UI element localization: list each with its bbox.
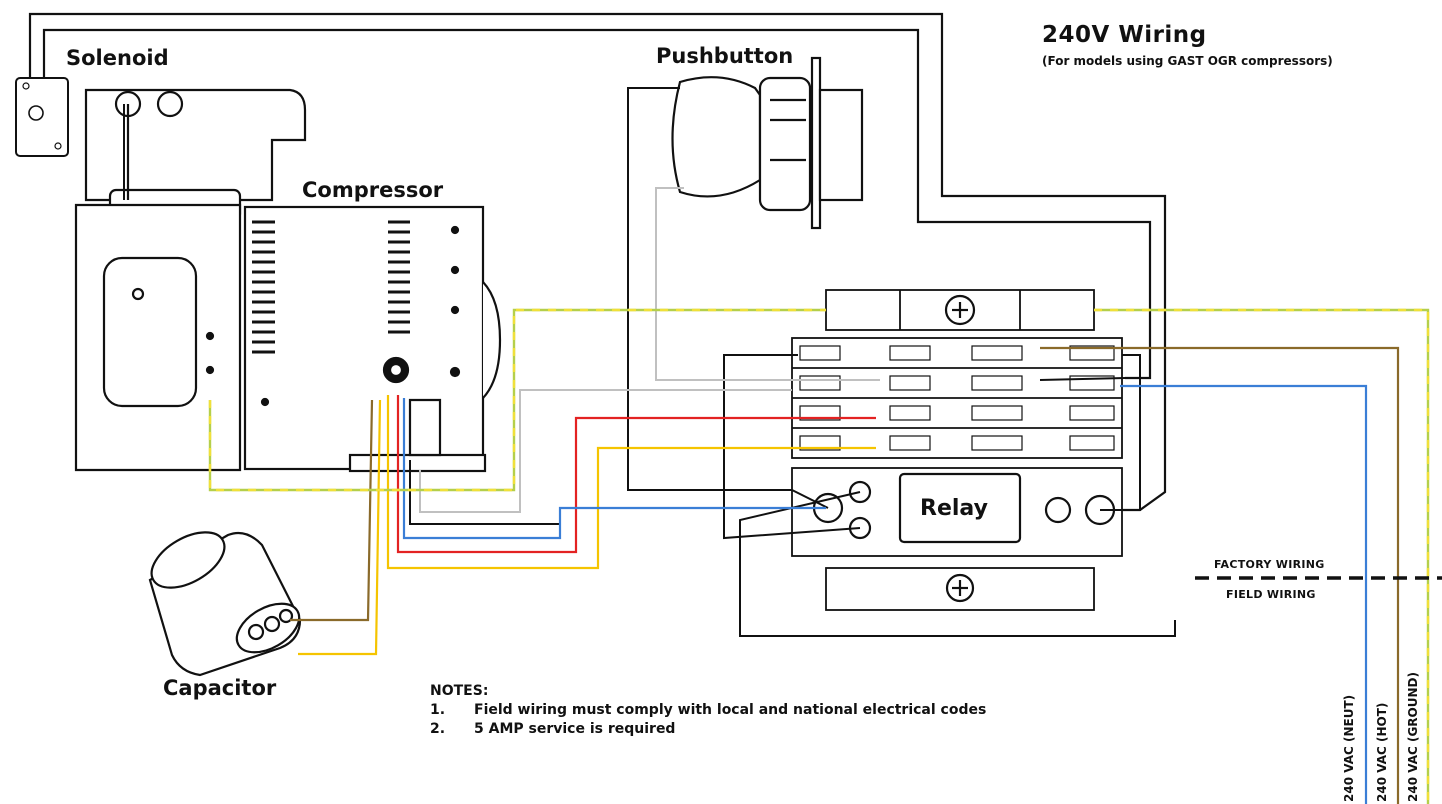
wire-red: [396, 395, 876, 554]
wire-solenoid-top-loop: [28, 12, 1167, 512]
note-text: Field wiring must comply with local and …: [474, 702, 987, 718]
page-subtitle: (For models using GAST OGR compressors): [1042, 54, 1333, 68]
solenoid: [15, 77, 69, 157]
wire-yellow: [298, 395, 876, 656]
wire-brown: [290, 346, 1400, 804]
compressor: [74, 88, 502, 473]
label-neutral-wire: 240 VAC (NEUT): [1342, 694, 1356, 802]
wire-blue: [402, 384, 1368, 804]
label-pushbutton: Pushbutton: [656, 44, 794, 68]
wire-gray: [419, 187, 880, 513]
label-ground-wire: 240 VAC (GROUND): [1406, 672, 1420, 802]
note-item: 2. 5 AMP service is required: [430, 720, 986, 739]
label-factory-wiring: FACTORY WIRING: [1214, 558, 1325, 571]
label-solenoid: Solenoid: [66, 46, 169, 70]
label-field-wiring: FIELD WIRING: [1226, 588, 1316, 601]
capacitor: [148, 531, 302, 677]
page-title: 240V Wiring: [1042, 22, 1207, 48]
wire-black-internal: [123, 87, 1176, 637]
notes-heading: NOTES:: [430, 683, 489, 699]
terminal-block: [791, 289, 1123, 611]
note-number: 2.: [430, 721, 446, 737]
pushbutton: [671, 56, 864, 230]
notes: NOTES: 1. Field wiring must comply with l…: [430, 682, 986, 739]
note-number: 1.: [430, 702, 446, 718]
label-compressor: Compressor: [302, 178, 444, 202]
label-relay: Relay: [920, 496, 988, 521]
label-capacitor: Capacitor: [163, 676, 277, 700]
wire-ground: [208, 308, 1430, 804]
note-text: 5 AMP service is required: [474, 721, 676, 737]
label-hot-wire: 240 VAC (HOT): [1375, 702, 1389, 802]
note-item: 1. Field wiring must comply with local an…: [430, 701, 986, 720]
